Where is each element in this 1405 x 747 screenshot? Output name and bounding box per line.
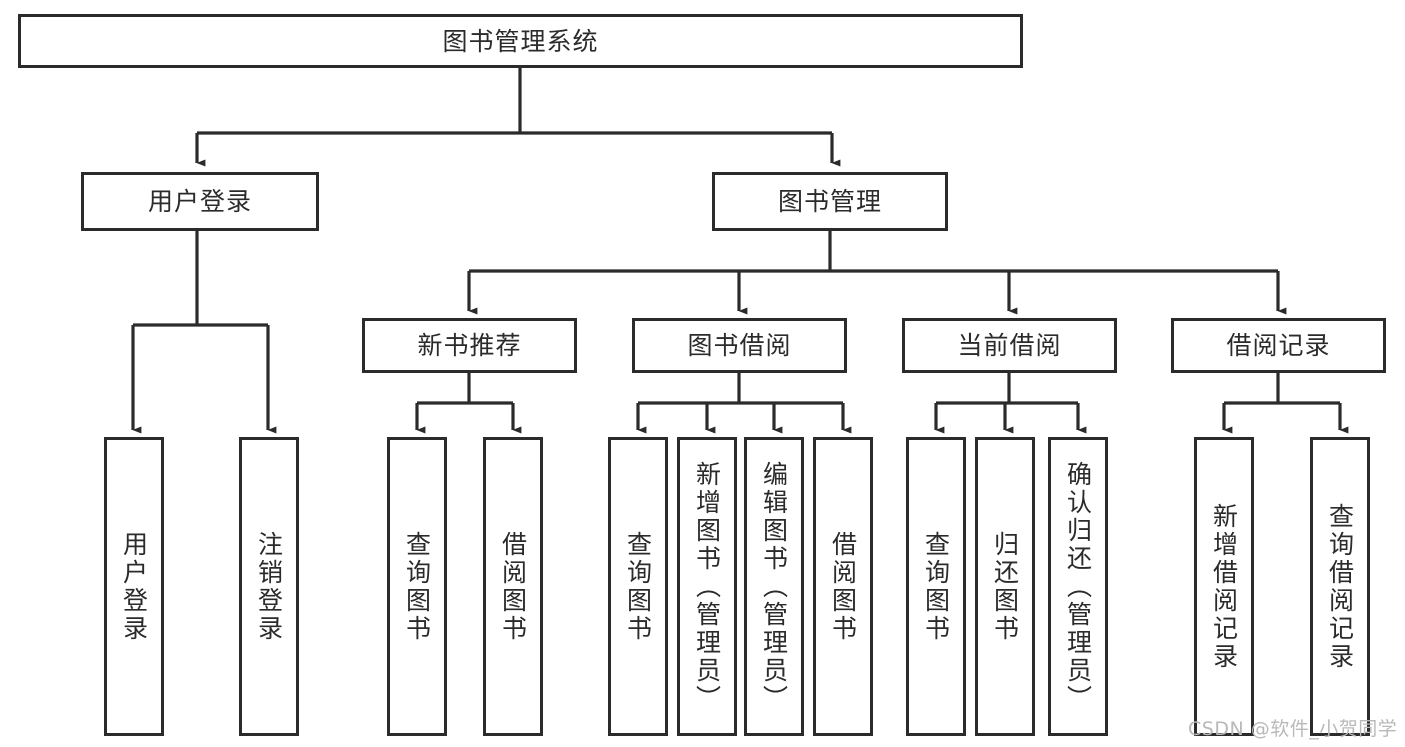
- node-label: 当前借阅: [957, 331, 1062, 360]
- leaf-new-book-borrow-book[interactable]: 借阅图书: [483, 437, 543, 736]
- leaf-borrow-record-query-record[interactable]: 查询借阅记录: [1310, 437, 1370, 736]
- node-borrow-record[interactable]: 借阅记录: [1171, 318, 1386, 373]
- node-label: 新增图书（管理员）: [692, 460, 722, 713]
- leaf-user-login-login[interactable]: 用户登录: [104, 437, 164, 736]
- node-label: 查询图书: [402, 530, 432, 643]
- leaf-user-login-logout[interactable]: 注销登录: [239, 437, 299, 736]
- leaf-current-borrow-confirm-return-admin[interactable]: 确认归还（管理员）: [1048, 437, 1108, 736]
- node-book-borrow[interactable]: 图书借阅: [632, 318, 847, 373]
- node-label: 图书管理: [777, 187, 882, 216]
- node-label: 注销登录: [254, 530, 284, 643]
- node-label: 用户登录: [147, 187, 252, 216]
- node-label: 查询图书: [921, 530, 951, 643]
- leaf-current-borrow-return-book[interactable]: 归还图书: [975, 437, 1035, 736]
- leaf-book-borrow-add-book-admin[interactable]: 新增图书（管理员）: [677, 437, 737, 736]
- leaf-book-borrow-borrow-book[interactable]: 借阅图书: [813, 437, 873, 736]
- leaf-new-book-query-book[interactable]: 查询图书: [387, 437, 447, 736]
- node-book-management[interactable]: 图书管理: [712, 172, 948, 231]
- node-new-book-recommend[interactable]: 新书推荐: [362, 318, 577, 373]
- node-label: 新书推荐: [417, 331, 522, 360]
- node-label: 借阅记录: [1226, 331, 1331, 360]
- node-label: 归还图书: [990, 530, 1020, 643]
- csdn-watermark: CSDN @软件_小贺同学: [1188, 718, 1398, 740]
- node-user-login[interactable]: 用户登录: [81, 172, 319, 231]
- leaf-borrow-record-add-record[interactable]: 新增借阅记录: [1194, 437, 1254, 736]
- node-label: 新增借阅记录: [1209, 502, 1239, 671]
- leaf-current-borrow-query-book[interactable]: 查询图书: [906, 437, 966, 736]
- node-label: 图书管理系统: [442, 26, 599, 56]
- leaf-book-borrow-query-book[interactable]: 查询图书: [608, 437, 668, 736]
- leaf-book-borrow-edit-book-admin[interactable]: 编辑图书（管理员）: [744, 437, 804, 736]
- node-label: 用户登录: [119, 530, 149, 643]
- node-label: 编辑图书（管理员）: [759, 460, 789, 713]
- node-current-borrow[interactable]: 当前借阅: [902, 318, 1117, 373]
- node-label: 图书借阅: [687, 331, 792, 360]
- node-label: 查询图书: [623, 530, 653, 643]
- node-label: 确认归还（管理员）: [1063, 460, 1093, 713]
- node-label: 借阅图书: [498, 530, 528, 643]
- node-label: 借阅图书: [828, 530, 858, 643]
- node-root-book-management-system[interactable]: 图书管理系统: [18, 14, 1023, 68]
- node-label: 查询借阅记录: [1325, 502, 1355, 671]
